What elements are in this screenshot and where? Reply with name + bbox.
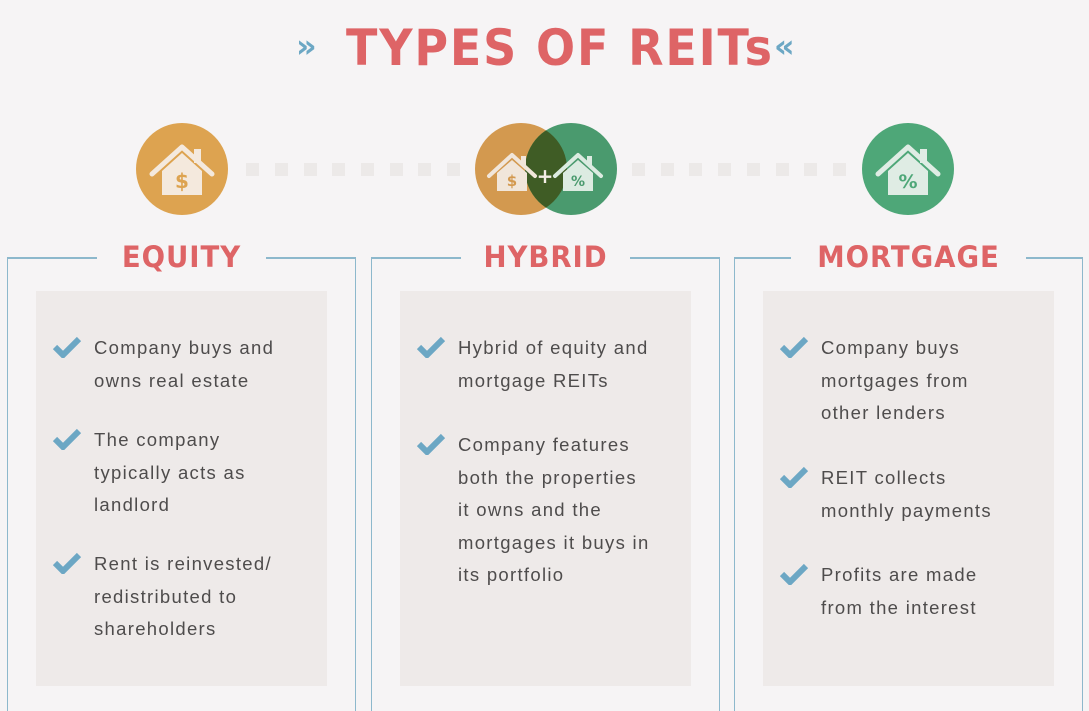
checkmark-icon	[53, 552, 81, 574]
column-hybrid: HYBRID Hybrid of equity and mortgage REI…	[371, 240, 720, 711]
checkmark-icon	[780, 466, 808, 488]
list-item-text: Company buys mortgages from other lender…	[821, 337, 969, 423]
list-item-text: Company features both the properties it …	[458, 434, 650, 585]
checkmark-icon	[780, 563, 808, 585]
dotted-connector-right	[632, 163, 852, 176]
list-item-text: REIT collects monthly payments	[821, 467, 992, 521]
list-item-text: The company typically acts as landlord	[94, 429, 246, 515]
list-item-text: Hybrid of equity and mortgage REITs	[458, 337, 649, 391]
equity-house-dollar-icon: $	[136, 123, 228, 215]
title-row: » TYPES OF REITs «	[0, 18, 1089, 78]
feature-panel: Company buys mortgages from other lender…	[763, 291, 1054, 686]
page-title: TYPES OF REITs	[346, 19, 774, 77]
column-heading: MORTGAGE	[817, 240, 1000, 274]
feature-panel: Hybrid of equity and mortgage REITs Comp…	[400, 291, 691, 686]
svg-text:$: $	[507, 172, 517, 190]
feature-panel: Company buys and owns real estate The co…	[36, 291, 327, 686]
border-line	[372, 257, 461, 259]
column-heading: HYBRID	[483, 240, 608, 274]
list-item-text: Company buys and owns real estate	[94, 337, 275, 391]
hybrid-house-dollar-plus-percent-icon: $ + %	[475, 123, 617, 215]
column-equity: EQUITY Company buys and owns real estate…	[7, 240, 356, 711]
svg-text:%: %	[898, 171, 917, 193]
checkmark-icon	[780, 336, 808, 358]
column-mortgage: MORTGAGE Company buys mortgages from oth…	[734, 240, 1083, 711]
border-line	[735, 257, 791, 259]
checkmark-icon	[417, 433, 445, 455]
checkmark-icon	[53, 336, 81, 358]
border-line	[266, 257, 356, 259]
svg-text:+: +	[537, 164, 554, 188]
mortgage-house-percent-icon: %	[862, 123, 954, 215]
checkmark-icon	[53, 428, 81, 450]
border-line	[1026, 257, 1083, 259]
list-item-text: Rent is reinvested/ redistributed to sha…	[94, 553, 272, 639]
svg-text:$: $	[175, 169, 189, 193]
double-chevron-left-icon: «	[774, 27, 795, 65]
border-line	[8, 257, 97, 259]
checkmark-icon	[417, 336, 445, 358]
list-item-text: Profits are made from the interest	[821, 564, 978, 618]
double-chevron-right-icon: »	[296, 27, 317, 65]
column-heading: EQUITY	[121, 240, 242, 274]
border-line	[630, 257, 720, 259]
dotted-connector-left	[246, 163, 466, 176]
svg-text:%: %	[571, 174, 585, 190]
